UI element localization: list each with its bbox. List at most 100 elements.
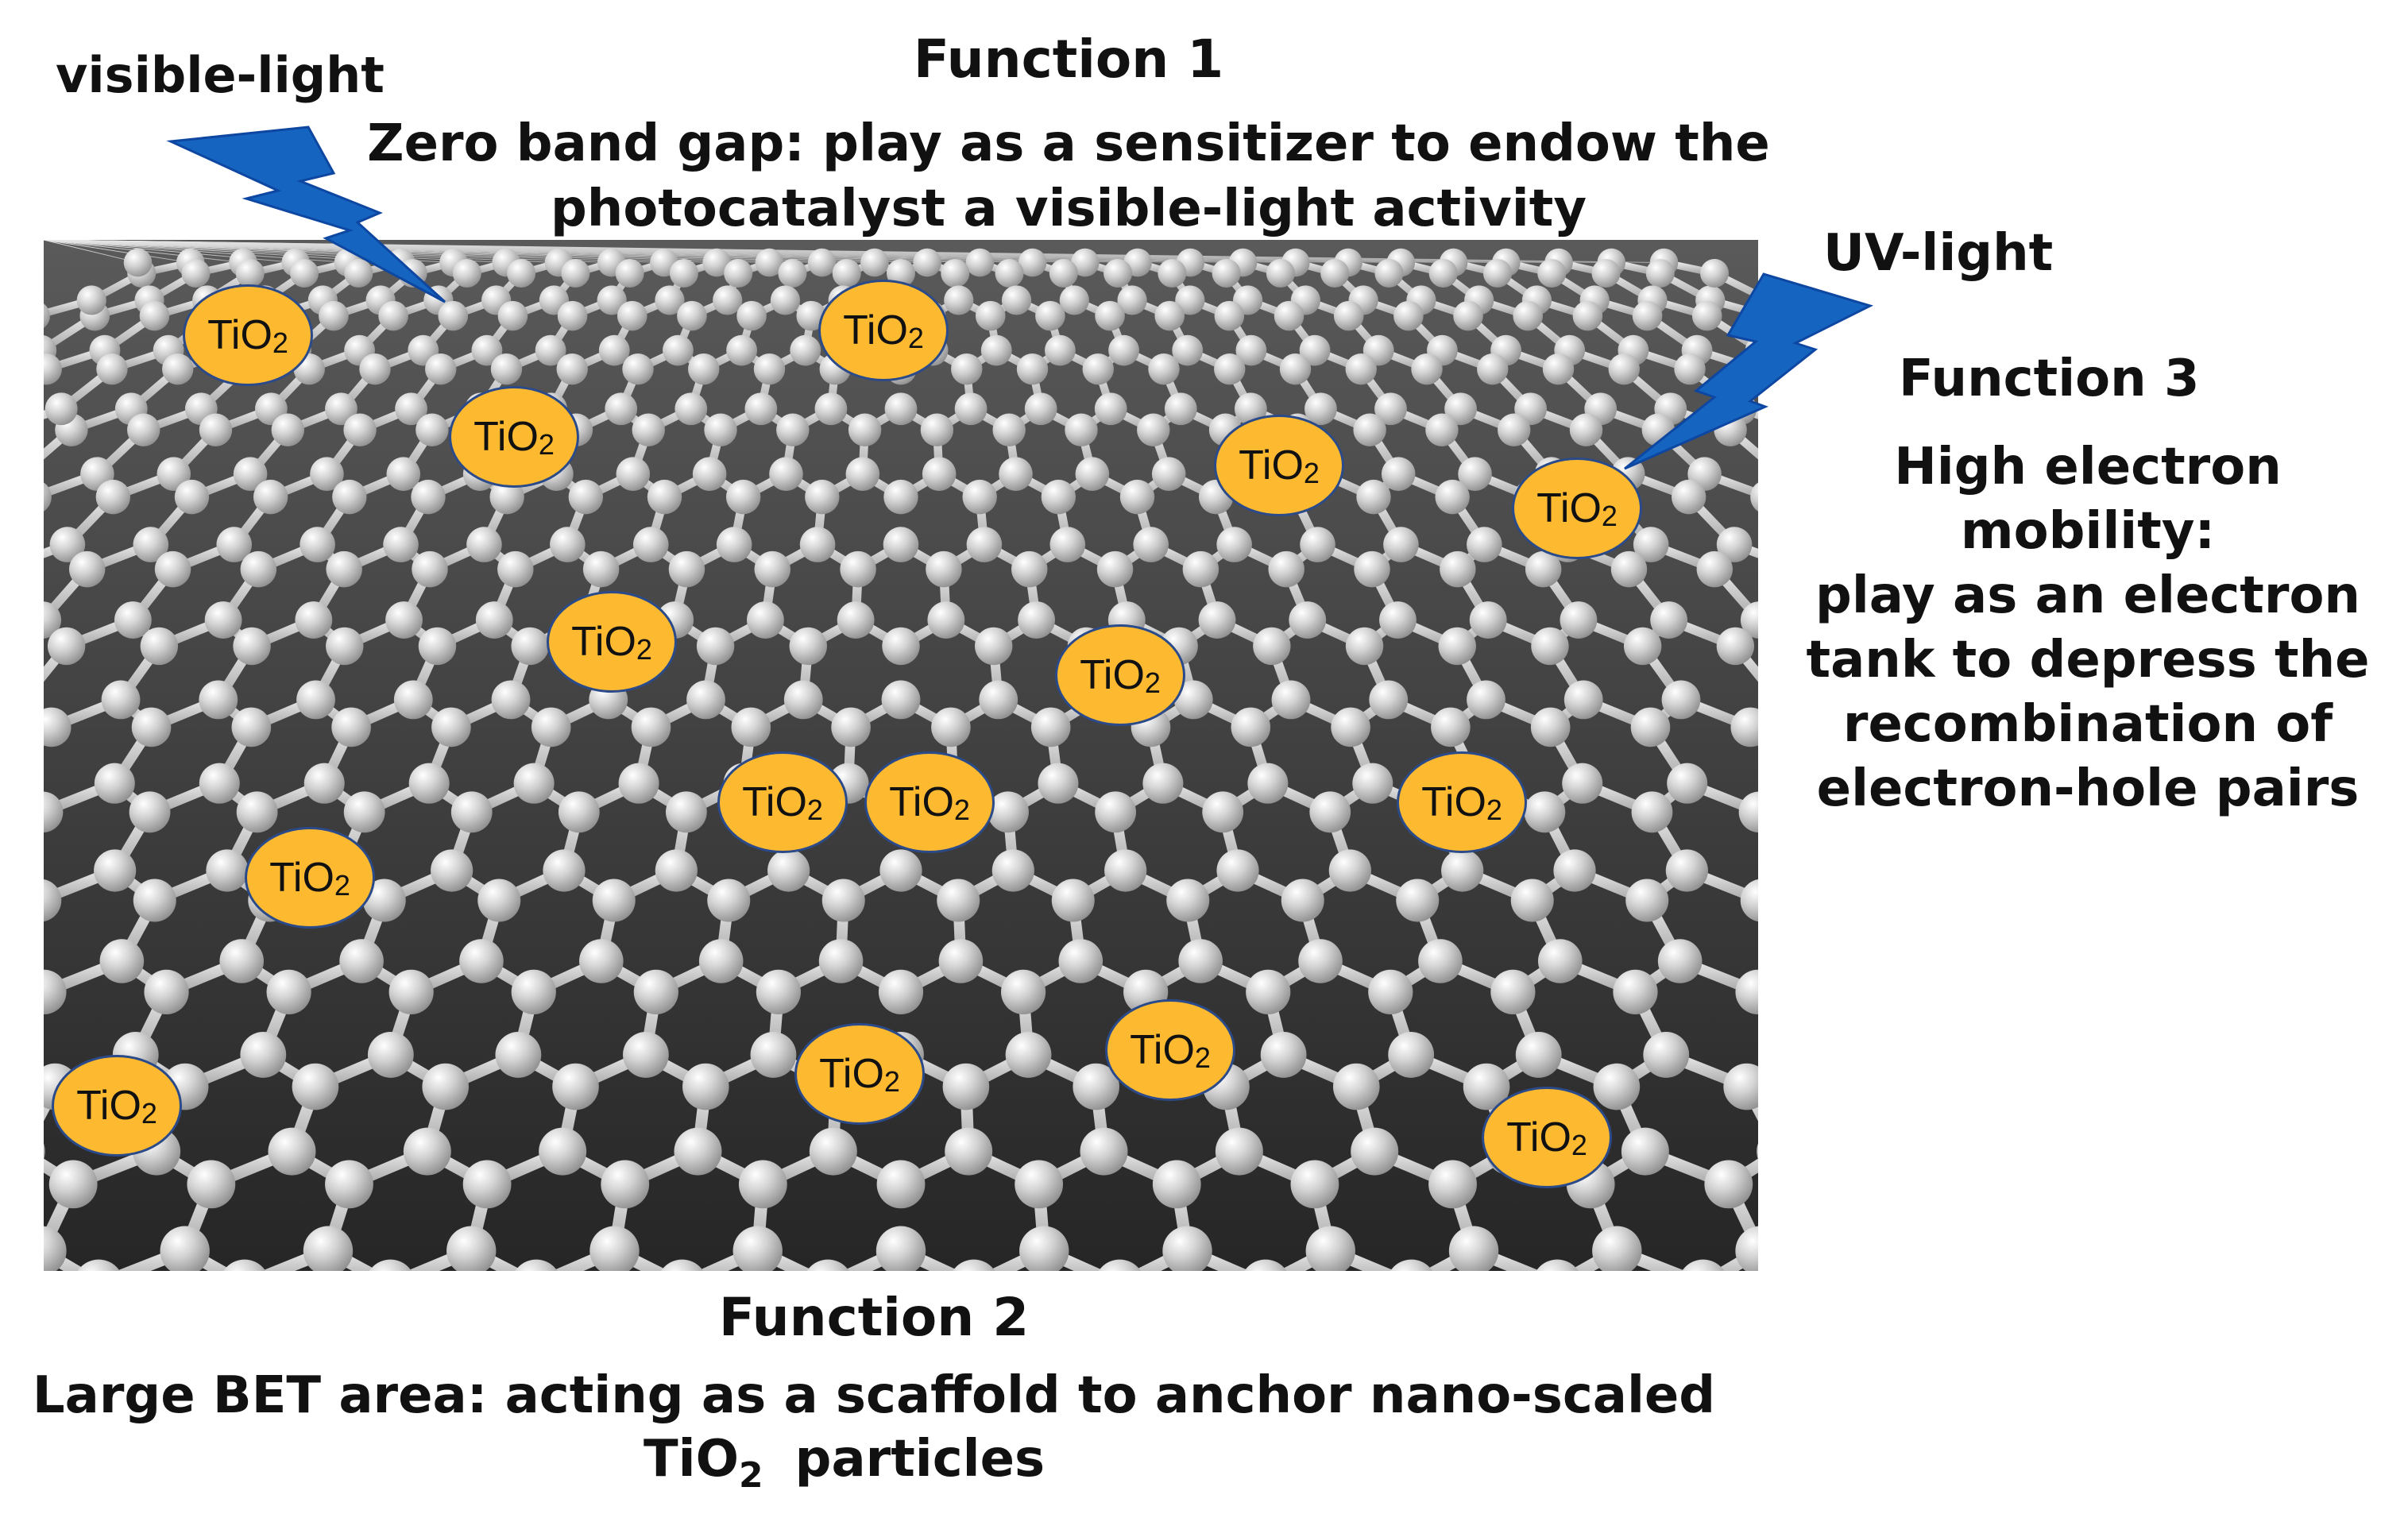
carbon-atom bbox=[1247, 763, 1289, 804]
carbon-atom bbox=[1613, 969, 1658, 1014]
carbon-atom bbox=[1610, 550, 1648, 588]
carbon-atom bbox=[882, 627, 920, 666]
carbon-atom bbox=[1735, 1226, 1758, 1271]
carbon-atom bbox=[558, 791, 600, 833]
carbon-atom bbox=[290, 258, 319, 288]
carbon-atom bbox=[1671, 479, 1706, 515]
carbon-atom bbox=[1071, 248, 1100, 277]
carbon-atom bbox=[552, 1063, 599, 1110]
carbon-atom bbox=[1041, 479, 1076, 515]
carbon-atom bbox=[1148, 353, 1180, 385]
carbon-atom bbox=[489, 479, 524, 515]
carbon-atom bbox=[174, 479, 210, 515]
carbon-atom bbox=[1024, 392, 1057, 426]
carbon-atom bbox=[266, 969, 311, 1014]
carbon-atom bbox=[647, 479, 682, 515]
carbon-atom bbox=[669, 258, 698, 288]
carbon-atom bbox=[848, 413, 882, 446]
carbon-atom bbox=[292, 1063, 339, 1110]
carbon-atom bbox=[1562, 763, 1603, 804]
carbon-atom bbox=[431, 849, 473, 892]
carbon-atom bbox=[988, 791, 1029, 833]
carbon-atom bbox=[223, 1259, 266, 1271]
carbon-atom bbox=[582, 550, 620, 588]
carbon-atom bbox=[1435, 479, 1470, 515]
carbon-atom bbox=[1490, 969, 1536, 1014]
carbon-atom bbox=[1108, 334, 1139, 366]
carbon-atom bbox=[1440, 550, 1476, 588]
carbon-atom bbox=[1164, 392, 1197, 426]
function1-description-line1: Zero band gap: play as a sensitizer to e… bbox=[367, 114, 1770, 173]
carbon-atom bbox=[1621, 1127, 1669, 1176]
carbon-atom bbox=[471, 334, 503, 366]
tio2-label: TiO bbox=[843, 307, 908, 353]
tio2-subscript: 2 bbox=[883, 1065, 900, 1098]
carbon-atom bbox=[1396, 879, 1440, 922]
carbon-atom bbox=[942, 1063, 990, 1110]
carbon-atom bbox=[438, 300, 469, 331]
carbon-atom bbox=[1030, 707, 1071, 747]
carbon-atom bbox=[181, 258, 211, 288]
carbon-atom bbox=[475, 601, 513, 639]
function2-description-line1: Large BET area: acting as a scaffold to … bbox=[32, 1366, 1716, 1425]
carbon-atom bbox=[94, 849, 137, 892]
tio2-subscript: 2 bbox=[141, 1097, 157, 1130]
carbon-atom bbox=[937, 879, 980, 922]
carbon-atom bbox=[1630, 707, 1671, 747]
carbon-atom bbox=[1393, 300, 1424, 331]
carbon-atom bbox=[343, 413, 377, 446]
carbon-atom bbox=[966, 527, 1003, 562]
carbon-atom bbox=[1320, 258, 1350, 288]
carbon-atom bbox=[1075, 457, 1110, 492]
carbon-atom bbox=[837, 601, 875, 639]
carbon-atom bbox=[951, 353, 983, 385]
tio2-subscript: 2 bbox=[1601, 500, 1618, 532]
carbon-atom bbox=[199, 680, 238, 720]
carbon-atom bbox=[1045, 334, 1076, 366]
carbon-atom bbox=[1633, 527, 1669, 562]
carbon-atom bbox=[878, 969, 924, 1014]
carbon-atom bbox=[359, 353, 391, 385]
carbon-atom bbox=[702, 248, 731, 277]
carbon-atom bbox=[219, 939, 265, 983]
tio2-label: TiO bbox=[1506, 1114, 1571, 1161]
carbon-atom bbox=[1299, 334, 1331, 366]
carbon-atom bbox=[1152, 1160, 1201, 1209]
carbon-atom bbox=[216, 527, 253, 562]
carbon-atom bbox=[69, 550, 106, 588]
carbon-atom bbox=[725, 479, 761, 515]
carbon-atom bbox=[767, 849, 810, 892]
carbon-atom bbox=[123, 248, 153, 277]
carbon-atom bbox=[1428, 258, 1458, 288]
carbon-atom bbox=[962, 479, 997, 515]
carbon-atom bbox=[1298, 939, 1343, 983]
tio2-subscript: 2 bbox=[806, 794, 823, 826]
carbon-atom bbox=[818, 939, 864, 983]
carbon-atom bbox=[339, 939, 384, 983]
carbon-atom bbox=[1281, 879, 1324, 922]
carbon-atom bbox=[129, 791, 171, 833]
carbon-atom bbox=[1015, 1160, 1064, 1209]
carbon-atom bbox=[44, 707, 72, 747]
carbon-atom bbox=[77, 1259, 120, 1271]
carbon-atom bbox=[1304, 392, 1337, 426]
carbon-atom bbox=[422, 1063, 470, 1110]
carbon-atom bbox=[431, 707, 471, 747]
carbon-atom bbox=[94, 763, 135, 804]
carbon-atom bbox=[597, 285, 627, 315]
carbon-bond bbox=[44, 240, 139, 264]
carbon-atom bbox=[677, 300, 707, 331]
carbon-atom bbox=[1438, 627, 1476, 666]
carbon-atom bbox=[931, 707, 971, 747]
carbon-atom bbox=[979, 680, 1018, 720]
carbon-atom bbox=[1657, 939, 1703, 983]
carbon-atom bbox=[1151, 457, 1186, 492]
carbon-atom bbox=[1331, 707, 1370, 747]
function3-description-line1: High electron mobility: bbox=[1894, 438, 2282, 561]
carbon-atom bbox=[661, 1259, 704, 1271]
carbon-atom bbox=[343, 791, 385, 833]
tio2-label: TiO bbox=[1130, 1027, 1195, 1073]
carbon-atom bbox=[698, 939, 744, 983]
